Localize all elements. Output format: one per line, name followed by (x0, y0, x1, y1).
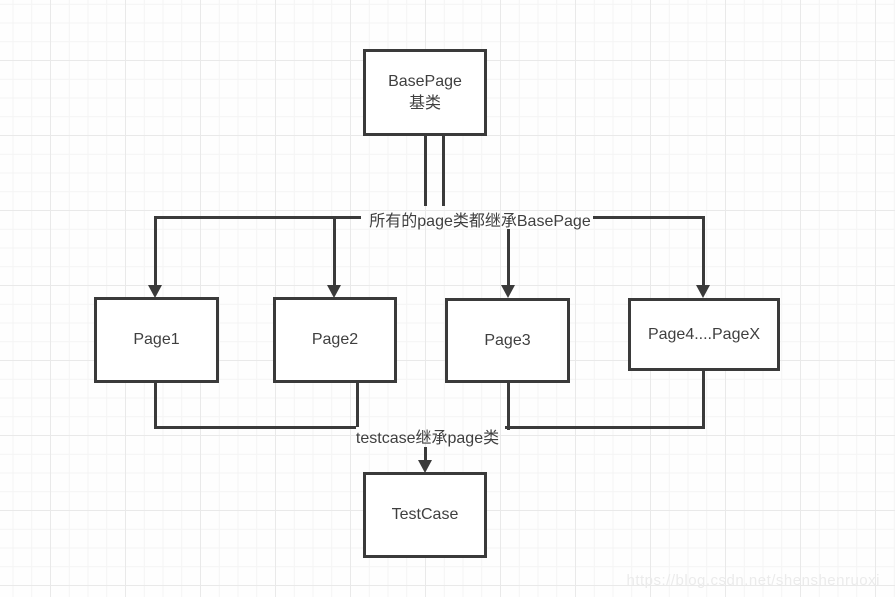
node-basepage-subtitle: 基类 (408, 94, 441, 112)
arrowhead-page1-icon (148, 285, 162, 298)
connector-arrow-page1-line (154, 216, 157, 286)
node-basepage: BasePage 基类 (363, 49, 487, 136)
node-page2: Page2 (273, 297, 397, 383)
node-page3-label: Page3 (484, 331, 531, 349)
connector-page4-down (702, 371, 705, 429)
node-page2-label: Page2 (311, 331, 359, 349)
node-page4-pagex: Page4....PageX (628, 298, 780, 371)
connector-arrow-page4-line (702, 216, 705, 286)
node-page1-label: Page1 (133, 331, 180, 349)
connector-bottom-rail-left (154, 426, 356, 429)
arrowhead-testcase-icon (418, 460, 432, 473)
connector-basepage-double-line-left (424, 136, 427, 206)
node-basepage-title: BasePage (388, 72, 462, 90)
arrowhead-page3-icon (501, 285, 515, 298)
arrowhead-page4-icon (696, 285, 710, 298)
node-testcase-label: TestCase (391, 506, 459, 524)
node-page3: Page3 (445, 298, 570, 383)
connector-bottom-rail-right (505, 426, 705, 429)
edge-label-testcase-inherit: testcase继承page类 (355, 430, 500, 447)
node-testcase: TestCase (363, 472, 487, 558)
connector-top-rail-right (593, 216, 705, 219)
connector-basepage-double-line-right (442, 136, 445, 206)
connector-arrow-page2-line (333, 216, 336, 286)
connector-page1-down (154, 383, 157, 429)
node-page1: Page1 (94, 297, 219, 383)
edge-label-inherit-basepage: 所有的page类都继承BasePage (369, 213, 591, 230)
connector-page2-down (356, 383, 359, 427)
connector-arrow-testcase-line (424, 447, 427, 462)
connector-page3-down (507, 383, 510, 430)
arrowhead-page2-icon (327, 285, 341, 298)
csdn-watermark: https://blog.csdn.net/shenshenruoxi (626, 572, 880, 589)
connector-top-rail-left (154, 216, 361, 219)
connector-arrow-page3-line (507, 229, 510, 286)
node-page4-pagex-label: Page4....PageX (647, 325, 761, 343)
